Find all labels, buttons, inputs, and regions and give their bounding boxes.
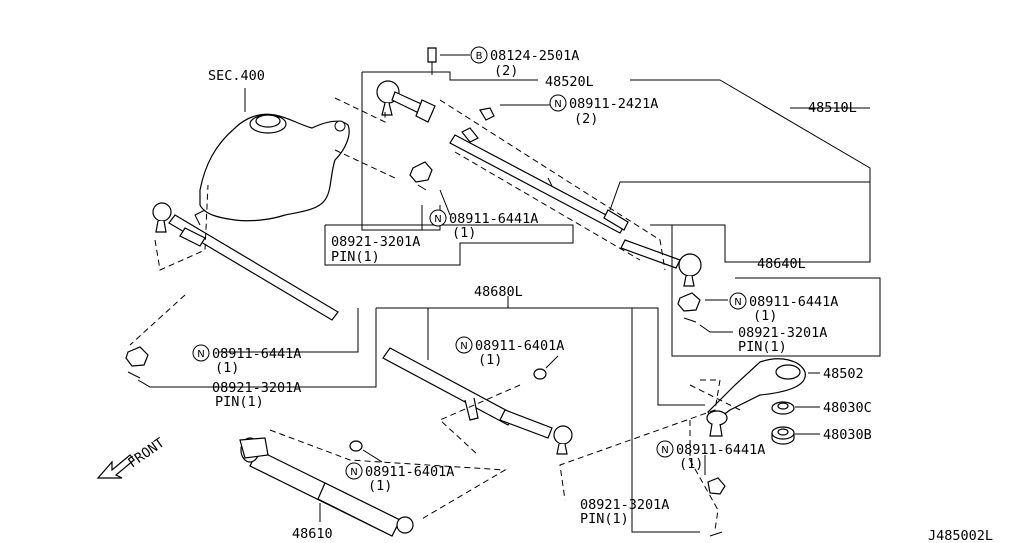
circled-n-letter: N	[434, 214, 441, 225]
label-48640l: 48640L	[757, 256, 806, 272]
label-08921-b: 08921-3201A	[738, 325, 827, 341]
label-pin-a: PIN(1)	[331, 249, 380, 265]
label-48502: 48502	[823, 366, 864, 382]
label-08124: 08124-2501A	[490, 48, 579, 64]
label-08911-6441-b-qty: (1)	[753, 308, 777, 324]
label-08911-6441-d-qty: (1)	[679, 456, 703, 472]
label-pin-b: PIN(1)	[738, 339, 787, 355]
dashed-guides	[129, 97, 741, 531]
circled-n-letter: N	[661, 445, 668, 456]
label-sec400: SEC.400	[208, 68, 265, 84]
label-08911-2421: 08911-2421A	[569, 96, 658, 112]
washers	[771, 401, 795, 445]
label-48030b: 48030B	[823, 427, 872, 443]
circled-n-letter: N	[554, 99, 561, 110]
label-48610: 48610	[292, 526, 333, 542]
circled-n-letter: N	[350, 467, 357, 478]
label-08911-6441-c-qty: (1)	[215, 360, 239, 376]
circled-b-icon: B	[470, 46, 488, 64]
steering-damper	[239, 437, 414, 537]
circled-n-letter: N	[460, 341, 467, 352]
label-08911-6401-b: 08911-6401A	[365, 464, 454, 480]
circled-n-letter: N	[734, 297, 741, 308]
label-08911-6401-a: 08911-6401A	[475, 338, 564, 354]
circled-n-icon: N N N N N N N	[192, 94, 747, 480]
label-48510l: 48510L	[808, 100, 857, 116]
label-08911-6401-b-qty: (1)	[368, 478, 392, 494]
label-08911-6441-a: 08911-6441A	[449, 211, 538, 227]
label-08921-a: 08921-3201A	[331, 234, 420, 250]
front-arrow	[96, 454, 135, 479]
leader-lines	[137, 54, 881, 533]
part-labels: SEC.400 08124-2501A (2) 48520L 48510L 08…	[125, 48, 993, 543]
label-08911-6441-b: 08911-6441A	[749, 294, 838, 310]
label-48520l: 48520L	[545, 74, 594, 90]
tie-rod-end-outer	[620, 239, 702, 287]
label-08921-c: 08921-3201A	[212, 380, 301, 396]
label-08911-6401-a-qty: (1)	[478, 352, 502, 368]
label-pin-d: PIN(1)	[580, 511, 629, 527]
label-08124-qty: (2)	[494, 63, 518, 79]
label-front: FRONT	[125, 435, 167, 471]
label-08911-6441-d: 08911-6441A	[676, 442, 765, 458]
tie-rod-upper	[449, 127, 629, 234]
label-diagram-id: J485002L	[928, 528, 993, 543]
label-48680l: 48680L	[474, 284, 523, 300]
tie-rod-left	[152, 202, 339, 321]
label-08911-6441-c: 08911-6441A	[212, 346, 301, 362]
label-48030c: 48030C	[823, 400, 872, 416]
center-link	[382, 347, 573, 455]
label-08911-6441-a-qty: (1)	[452, 225, 476, 241]
label-pin-c: PIN(1)	[215, 394, 264, 410]
circled-b-letter: B	[476, 51, 483, 62]
tie-rod-end-inner	[376, 80, 436, 123]
label-08911-2421-qty: (2)	[574, 111, 598, 127]
circled-n-letter: N	[197, 349, 204, 360]
pitman-arm	[706, 358, 806, 437]
steering-gear-box	[194, 90, 350, 226]
label-08921-d: 08921-3201A	[580, 497, 669, 513]
fasteners	[125, 47, 726, 537]
